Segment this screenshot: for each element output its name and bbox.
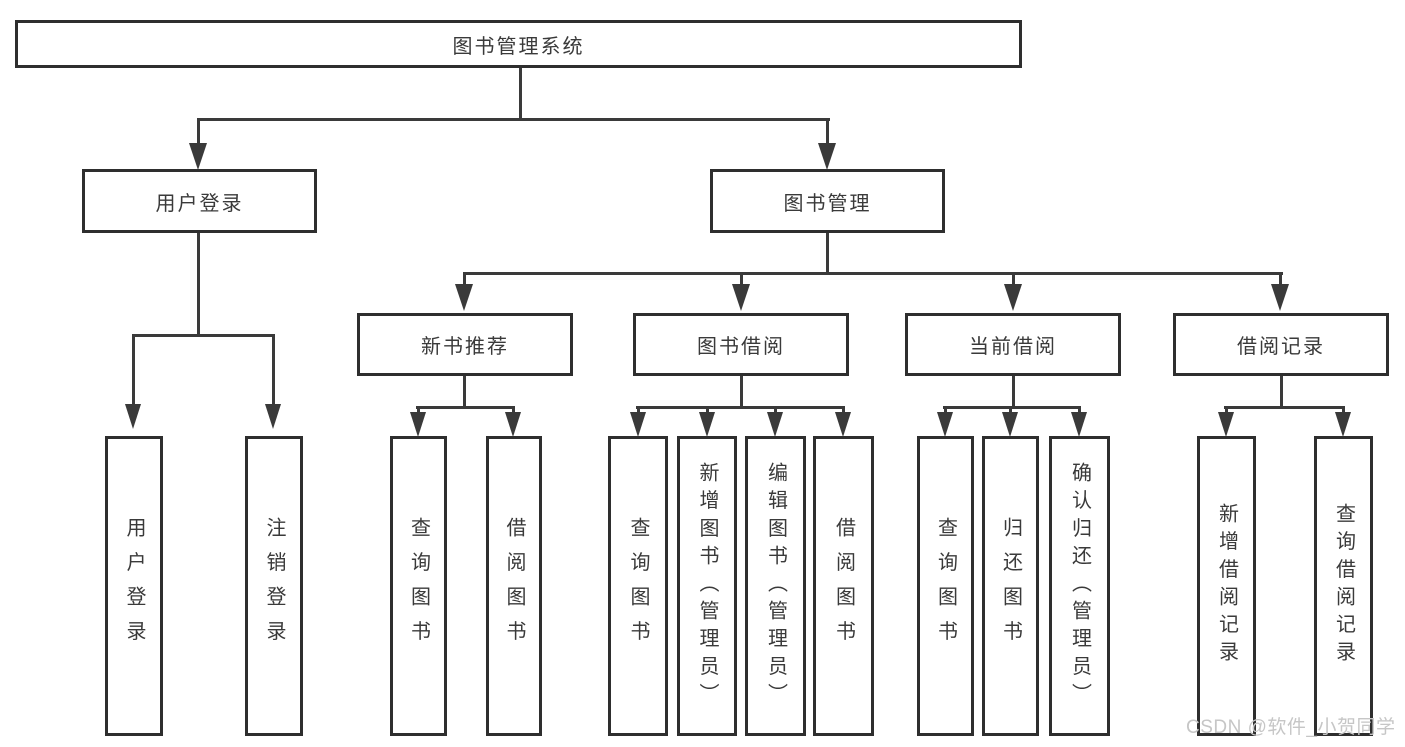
leaf-add-borrow-record: 新增借阅记录 [1197, 436, 1256, 736]
connector-level3-bar [636, 406, 845, 409]
leaf-label: 确认归还（管理员） [1068, 461, 1091, 711]
connector-level2-bar [463, 272, 1283, 275]
connector-stem [272, 336, 275, 404]
leaf-label: 查询图书 [407, 517, 430, 655]
arrow-down-icon [835, 412, 851, 437]
node-book-borrow: 图书借阅 [633, 313, 849, 376]
arrow-down-icon [410, 412, 426, 437]
arrow-down-icon [732, 284, 750, 311]
connector-user-login-stub [197, 233, 200, 336]
leaf-return-book: 归还图书 [982, 436, 1039, 736]
connector-level3-bar [943, 406, 1081, 409]
node-book-borrow-label: 图书借阅 [697, 336, 785, 358]
arrow-down-icon [1218, 412, 1234, 437]
leaf-label: 借阅图书 [832, 517, 855, 655]
connector-level1-bar [197, 118, 830, 121]
node-borrow-record: 借阅记录 [1173, 313, 1389, 376]
connector-root-stub [519, 68, 522, 120]
connector-stub [1280, 376, 1283, 408]
arrow-down-icon [265, 404, 281, 429]
leaf-label: 用户登录 [123, 517, 145, 655]
connector-stem [826, 120, 829, 145]
arrow-down-icon [1004, 284, 1022, 311]
leaf-label: 归还图书 [999, 517, 1022, 655]
leaf-logout: 注销登录 [245, 436, 303, 736]
node-root-label: 图书管理系统 [452, 35, 585, 58]
node-root: 图书管理系统 [15, 20, 1022, 68]
leaf-add-book-admin: 新增图书（管理员） [677, 436, 737, 736]
connector-book-mgmt-stub [826, 233, 829, 274]
leaf-label: 借阅图书 [503, 517, 525, 655]
csdn-watermark: CSDN @软件_小贺同学 [1186, 717, 1396, 738]
connector-stem [1012, 274, 1015, 284]
node-new-book-rec: 新书推荐 [357, 313, 573, 376]
node-user-login: 用户登录 [82, 169, 317, 233]
arrow-down-icon [455, 284, 473, 311]
connector-stem [463, 274, 466, 284]
leaf-label: 新增借阅记录 [1215, 503, 1238, 669]
node-borrow-record-label: 借阅记录 [1237, 336, 1325, 358]
leaf-query-book-borrow: 查询图书 [608, 436, 668, 736]
connector-level3-bar [416, 406, 515, 409]
arrow-down-icon [1071, 412, 1087, 437]
connector-stub [463, 376, 466, 408]
connector-stem [132, 336, 135, 404]
arrow-down-icon [937, 412, 953, 437]
node-book-mgmt: 图书管理 [710, 169, 945, 233]
connector-user-login-bar [132, 334, 275, 337]
leaf-user-login: 用户登录 [105, 436, 163, 736]
arrow-down-icon [189, 143, 207, 170]
arrow-down-icon [767, 412, 783, 437]
arrow-down-icon [630, 412, 646, 437]
arrow-down-icon [125, 404, 141, 429]
arrow-down-icon [505, 412, 521, 437]
connector-level3-bar [1224, 406, 1345, 409]
leaf-confirm-return-admin: 确认归还（管理员） [1049, 436, 1110, 736]
leaf-label: 查询图书 [627, 517, 649, 655]
leaf-label: 查询借阅记录 [1332, 503, 1355, 669]
leaf-label: 编辑图书（管理员） [764, 461, 787, 711]
leaf-query-current: 查询图书 [917, 436, 974, 736]
node-new-book-rec-label: 新书推荐 [421, 336, 509, 358]
node-current-borrow-label: 当前借阅 [969, 336, 1057, 358]
connector-stem [1279, 274, 1282, 284]
connector-stub [740, 376, 743, 408]
node-user-login-label: 用户登录 [155, 192, 244, 215]
leaf-label: 注销登录 [263, 517, 285, 655]
connector-stem [197, 120, 200, 145]
leaf-label: 新增图书（管理员） [696, 461, 718, 711]
node-current-borrow: 当前借阅 [905, 313, 1121, 376]
arrow-down-icon [699, 412, 715, 437]
leaf-borrow-book-rec: 借阅图书 [486, 436, 542, 736]
leaf-borrow-book: 借阅图书 [813, 436, 874, 736]
leaf-edit-book-admin: 编辑图书（管理员） [745, 436, 806, 736]
arrow-down-icon [818, 143, 836, 170]
arrow-down-icon [1271, 284, 1289, 311]
arrow-down-icon [1002, 412, 1018, 437]
connector-stub [1012, 376, 1015, 408]
leaf-query-borrow-record: 查询借阅记录 [1314, 436, 1373, 736]
leaf-label: 查询图书 [934, 517, 957, 655]
leaf-query-book-rec: 查询图书 [390, 436, 447, 736]
arrow-down-icon [1335, 412, 1351, 437]
node-book-mgmt-label: 图书管理 [783, 192, 872, 215]
connector-stem [740, 274, 743, 284]
